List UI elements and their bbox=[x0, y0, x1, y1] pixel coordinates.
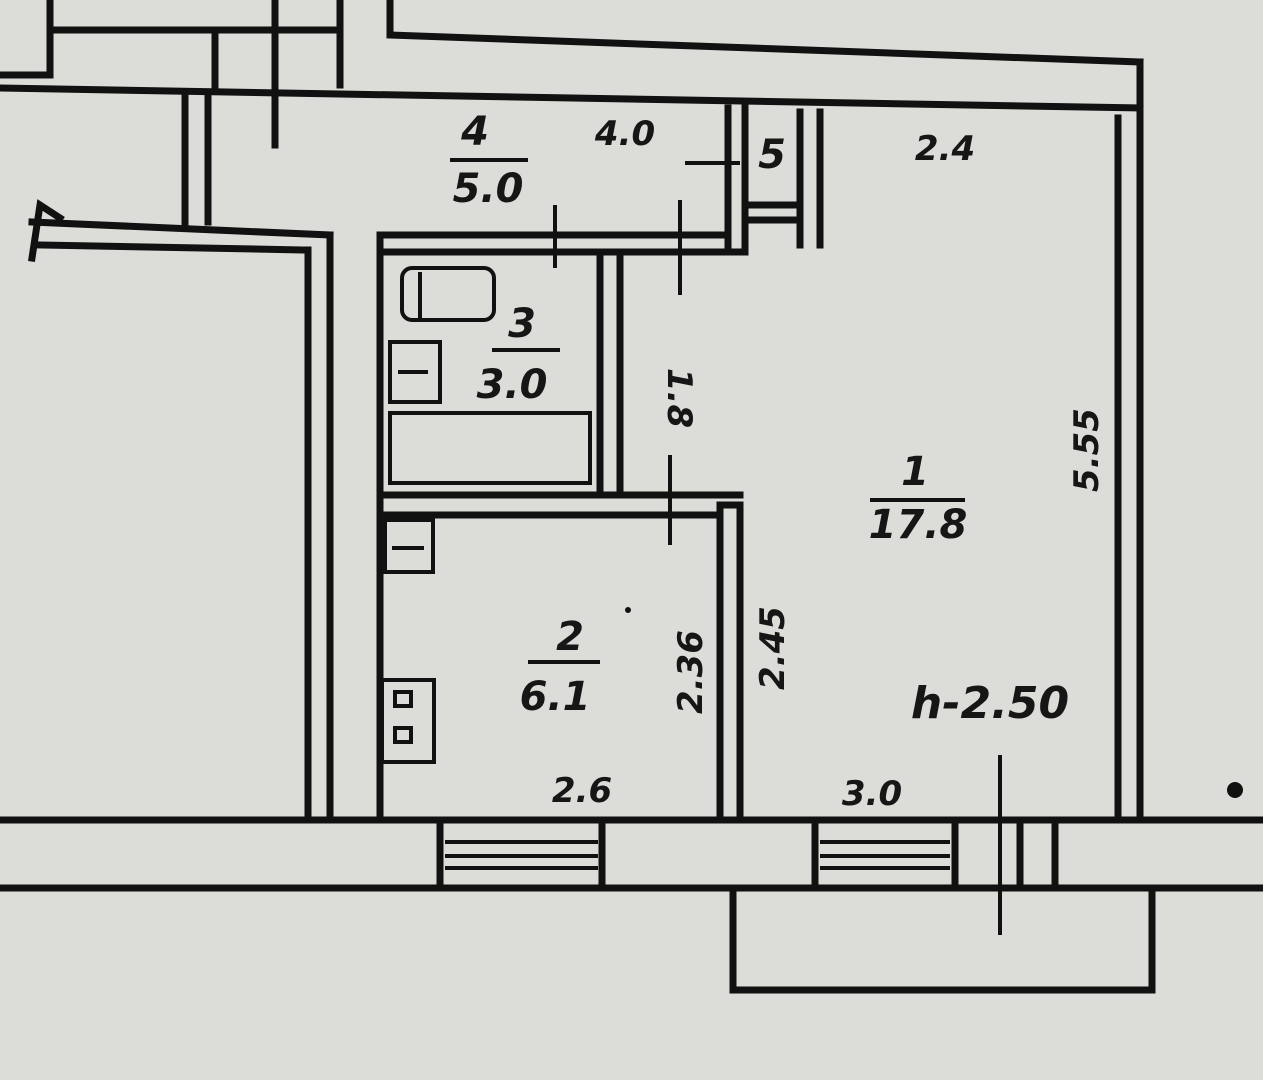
closet-room-5 bbox=[741, 108, 824, 249]
balcony bbox=[729, 884, 1156, 994]
dim-room1-side: 5.55 bbox=[1067, 408, 1107, 492]
neighbouring-structure-top bbox=[0, 0, 1144, 149]
room-2-area: 6.1 bbox=[520, 674, 591, 720]
room-4-area: 5.0 bbox=[453, 166, 524, 212]
left-neighbour-walls bbox=[181, 91, 334, 824]
room-3-area: 3.0 bbox=[477, 362, 548, 408]
dim-kitchen-side: 2.36 bbox=[671, 630, 711, 714]
room-1-number: 1 bbox=[901, 449, 929, 495]
dim-corridor-length: 4.0 bbox=[594, 114, 655, 154]
ceiling-height: h-2.50 bbox=[911, 678, 1069, 729]
corridor-room-4 bbox=[376, 104, 749, 295]
sink-fixture bbox=[388, 340, 442, 404]
room-5-number: 5 bbox=[758, 132, 786, 178]
dim-bathroom-side: 1.8 bbox=[659, 368, 699, 428]
room-1-area: 17.8 bbox=[869, 502, 968, 548]
room-2-number: 2 bbox=[556, 614, 584, 660]
dim-kitchen-bottom: 2.6 bbox=[552, 771, 612, 811]
toilet-fixture bbox=[400, 266, 496, 322]
dot-mark bbox=[625, 607, 631, 613]
kitchen-sink-fixture bbox=[383, 518, 435, 574]
window-room-1 bbox=[811, 755, 1059, 935]
dot-mark bbox=[1227, 782, 1243, 798]
room-3-number: 3 bbox=[508, 301, 536, 347]
room-4-number: 4 bbox=[460, 109, 489, 155]
dim-room1-top: 2.4 bbox=[915, 129, 975, 169]
kitchen-room-2 bbox=[380, 501, 744, 824]
window-kitchen bbox=[436, 818, 606, 890]
bathtub-fixture bbox=[388, 411, 592, 485]
bathroom-room-3 bbox=[376, 231, 744, 824]
dim-room1-inner-side: 2.45 bbox=[753, 606, 793, 690]
stove-fixture bbox=[380, 678, 436, 764]
dim-room1-bottom: 3.0 bbox=[842, 774, 902, 814]
